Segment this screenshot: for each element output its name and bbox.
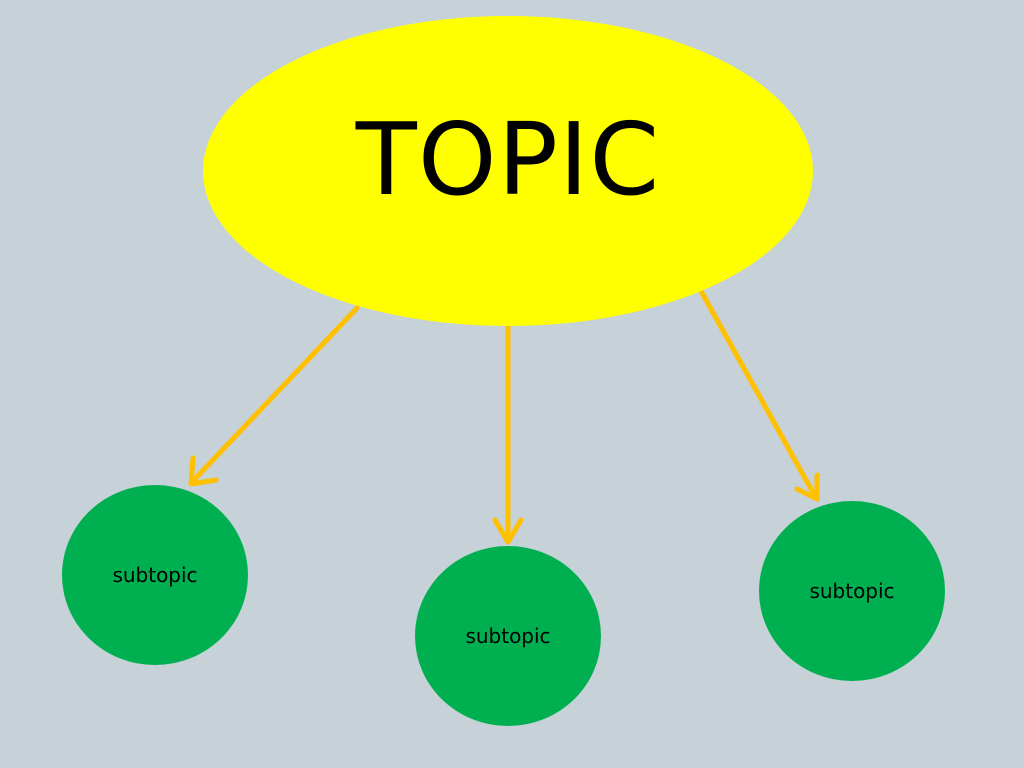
arrow-to-subtopic-3 bbox=[698, 288, 820, 502]
subtopic-label-1: subtopic bbox=[112, 563, 198, 587]
subtopic-node-2: subtopic bbox=[415, 546, 601, 726]
subtopic-label-2: subtopic bbox=[465, 624, 551, 648]
subtopic-label-3: subtopic bbox=[809, 579, 895, 603]
subtopic-node-1: subtopic bbox=[62, 485, 248, 665]
arrow-shaft bbox=[698, 288, 819, 501]
arrow-to-subtopic-2 bbox=[492, 323, 524, 545]
subtopic-node-3: subtopic bbox=[759, 501, 945, 681]
arrow-to-subtopic-1 bbox=[188, 305, 360, 487]
topic-label: TOPIC bbox=[355, 100, 661, 218]
topic-node: TOPIC bbox=[203, 16, 813, 326]
arrow-head bbox=[492, 517, 524, 545]
arrow-head bbox=[794, 472, 820, 502]
arrow-shaft bbox=[189, 305, 360, 485]
arrow-head bbox=[188, 455, 219, 487]
